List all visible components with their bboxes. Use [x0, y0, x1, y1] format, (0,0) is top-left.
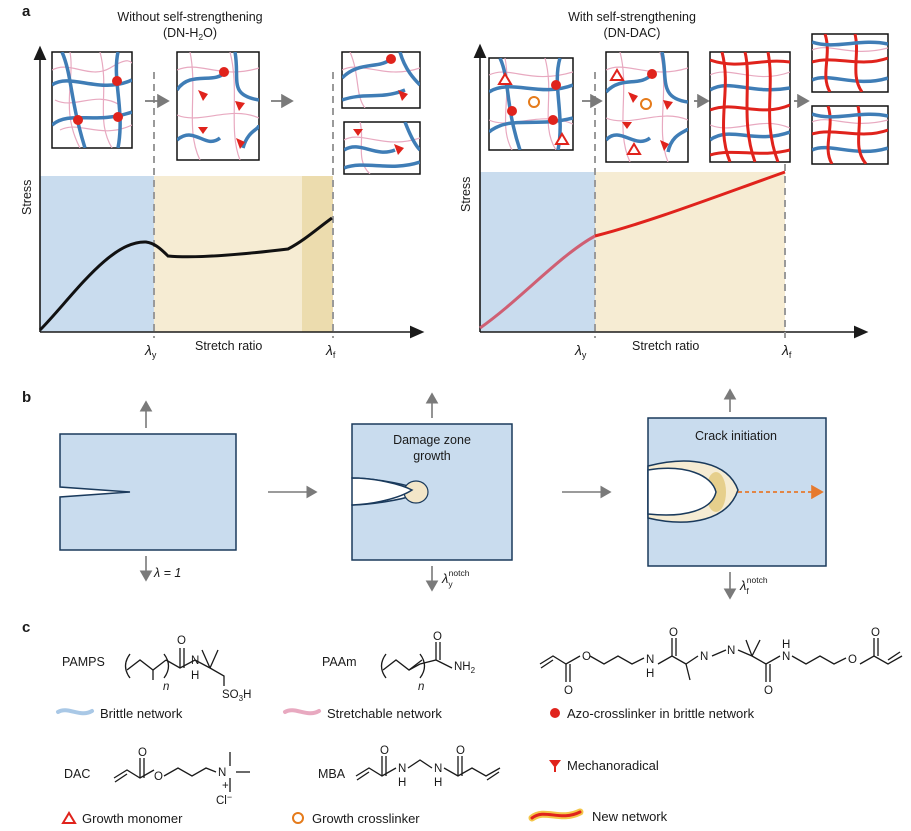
mba-h-2: H — [434, 777, 442, 789]
lambda-f-label: λf — [781, 342, 792, 360]
stage2-title: Damage zone — [393, 433, 471, 447]
dac-plus: + — [222, 780, 229, 792]
pamps-structure — [124, 648, 225, 686]
specimen-stage-1 — [59, 400, 237, 582]
right-stress-strain-chart: Stress Stretch ratio λy λf — [459, 43, 869, 360]
legend-mechanoradical: Mechanoradical — [567, 758, 659, 773]
dac-chloride: Cl− — [216, 792, 232, 807]
paam-n: n — [418, 681, 424, 693]
azo-oxygen-1: O — [582, 651, 591, 663]
y-axis-label: Stress — [459, 177, 473, 212]
brittle-network-icon — [56, 708, 94, 716]
mba-label: MBA — [318, 767, 346, 781]
growth-crosslinker-icon — [292, 812, 304, 824]
panel-b-letter: b — [22, 389, 31, 406]
right-subtitle: (DN-DAC) — [604, 26, 661, 40]
dac-structure — [113, 752, 250, 792]
azo-crosslinker-structure — [539, 638, 903, 682]
dac-oxygen-1: O — [138, 747, 147, 759]
new-network-icon — [530, 810, 582, 820]
pamps-n: n — [163, 681, 169, 693]
azo-nitrogen-4: N — [782, 651, 790, 663]
azo-oxygen-2: O — [564, 685, 573, 697]
mba-h-1: H — [398, 777, 406, 789]
stress-curve-strengthened — [594, 170, 786, 238]
left-stress-strain-chart: Stress Stretch ratio λy λf — [20, 45, 425, 360]
azo-oxygen-5: O — [848, 654, 857, 666]
x-axis-label: Stretch ratio — [632, 339, 699, 353]
stage1-stretch-label: λ = 1 — [153, 566, 181, 580]
paam-nh2: NH2 — [454, 661, 476, 675]
mba-structure — [355, 756, 501, 781]
stage2-subtitle: growth — [413, 449, 451, 463]
azo-h-2: H — [782, 639, 790, 651]
network-box-dac-initial — [488, 57, 574, 151]
network-box-dac-strengthened — [709, 51, 791, 163]
paam-label: PAAm — [322, 655, 357, 669]
lambda-f-label: λf — [325, 342, 336, 360]
specimen-stage-3 — [647, 388, 827, 600]
y-axis-label: Stress — [20, 180, 34, 215]
tan-dark-region — [302, 176, 333, 332]
mba-oxygen-2: O — [456, 745, 465, 757]
pamps-oxygen: O — [177, 635, 186, 647]
dac-nitrogen: N — [218, 767, 226, 779]
legend-growth-crosslinker: Growth crosslinker — [312, 811, 420, 826]
pamps-label: PAMPS — [62, 655, 105, 669]
network-box-initial — [51, 51, 133, 149]
mba-oxygen-1: O — [380, 745, 389, 757]
pamps-nh-hydrogen: H — [191, 670, 199, 682]
lambda-y-label: λy — [574, 342, 587, 360]
network-box-dac-fracture-bottom — [811, 105, 889, 165]
dac-oxygen-2: O — [154, 771, 163, 783]
azo-h-1: H — [646, 668, 654, 680]
azo-oxygen-3: O — [669, 627, 678, 639]
stress-curve — [38, 216, 333, 332]
panel-a-letter: a — [22, 3, 31, 20]
pamps-so3h: SO3H — [222, 689, 251, 703]
pamps-nitrogen: N — [191, 655, 199, 667]
network-box-dac-fracture-top — [811, 33, 889, 93]
tan-region — [595, 172, 785, 332]
network-box-fracture-bottom — [343, 121, 421, 175]
azo-oxygen-4: O — [764, 685, 773, 697]
legend-azo: Azo-crosslinker in brittle network — [567, 706, 755, 721]
azo-nitrogen-1: N — [646, 654, 654, 666]
azo-crosslinker-icon — [550, 708, 560, 718]
stress-curve-initial — [479, 234, 596, 330]
paam-oxygen: O — [433, 631, 442, 643]
network-box-dac-yield — [605, 51, 689, 163]
left-title: Without self-strengthening — [117, 10, 262, 24]
mba-nitrogen-2: N — [434, 763, 442, 775]
stretchable-network-icon — [283, 708, 321, 716]
blue-region — [40, 176, 154, 332]
right-title: With self-strengthening — [568, 10, 696, 24]
left-subtitle: (DN-H2O) — [163, 26, 217, 42]
growth-monomer-icon — [61, 811, 77, 824]
legend-brittle: Brittle network — [100, 706, 183, 721]
dac-label: DAC — [64, 767, 90, 781]
azo-nitrogen-2: N — [700, 651, 708, 663]
x-axis-label: Stretch ratio — [195, 339, 262, 353]
specimen-stage-2 — [351, 392, 513, 592]
stage3-title: Crack initiation — [695, 429, 777, 443]
lambda-y-label: λy — [144, 342, 157, 360]
network-box-yield — [176, 51, 260, 161]
blue-region — [480, 172, 595, 332]
legend-growth-monomer: Growth monomer — [82, 811, 183, 826]
legend-stretchable: Stretchable network — [327, 706, 442, 721]
paam-structure — [380, 642, 453, 679]
mba-nitrogen-1: N — [398, 763, 406, 775]
azo-oxygen-6: O — [871, 627, 880, 639]
network-box-fracture-top — [341, 51, 421, 109]
legend-new-network: New network — [592, 809, 668, 824]
panel-c-letter: c — [22, 619, 30, 636]
stage2-stretch-label: λynotch — [441, 568, 470, 589]
mechanoradical-icon — [549, 760, 561, 768]
azo-nitrogen-3: N — [727, 645, 735, 657]
stage3-stretch-label: λfnotch — [739, 575, 768, 596]
